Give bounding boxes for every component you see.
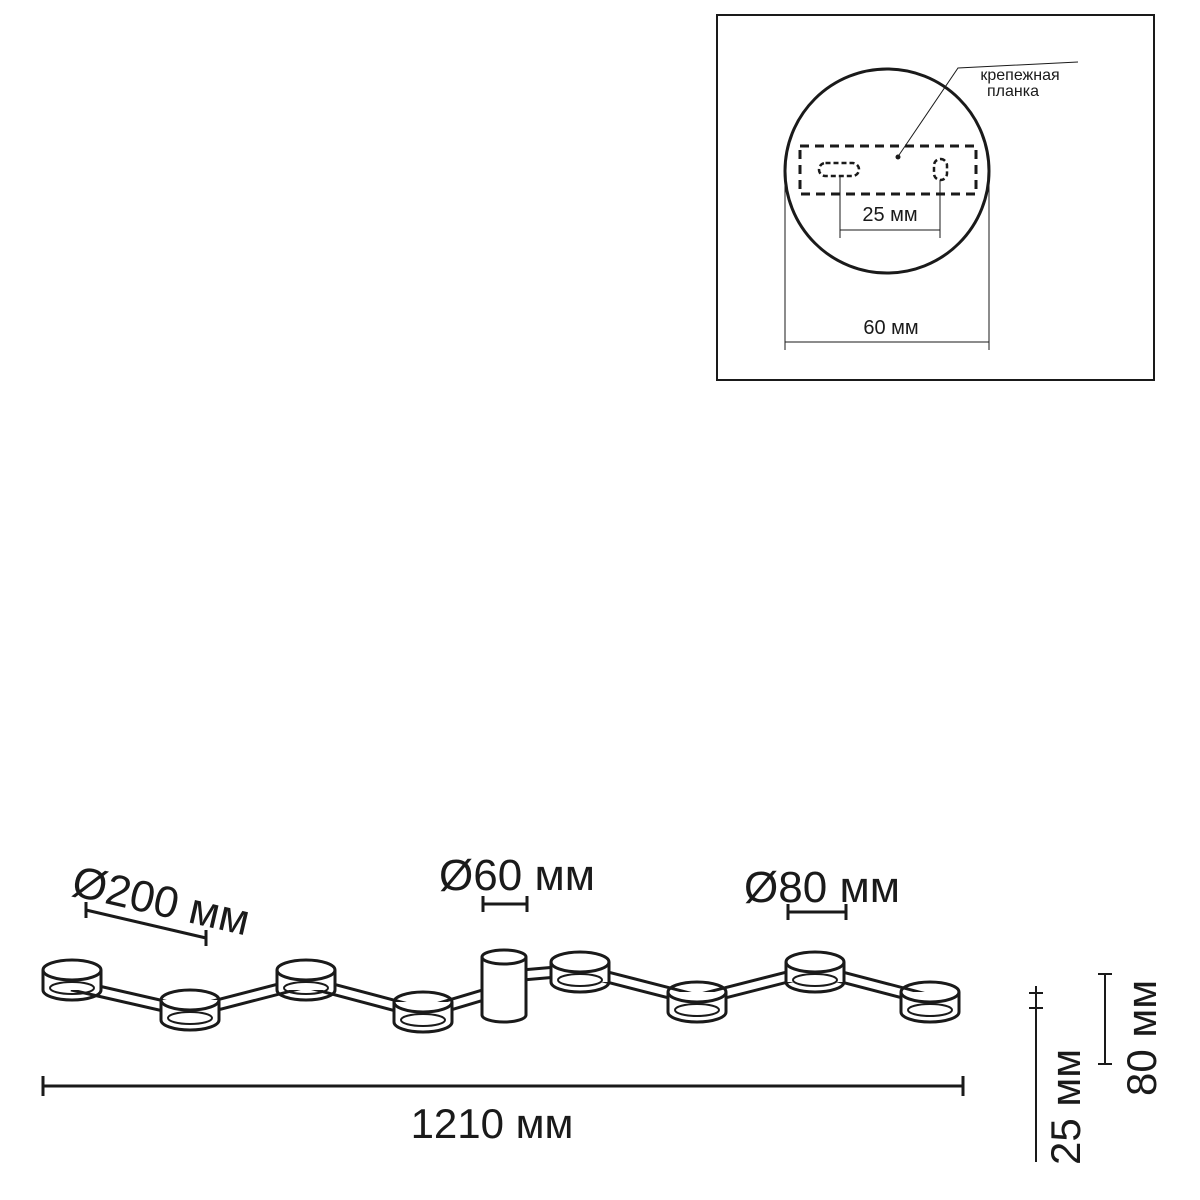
lamp-head-8 bbox=[899, 980, 961, 1024]
total-length-label: 1210 мм bbox=[411, 1100, 574, 1147]
disc-diameter-label: Ø200 мм bbox=[68, 857, 255, 945]
callout-dot bbox=[895, 154, 901, 160]
center-diameter-label: Ø60 мм bbox=[439, 851, 595, 900]
lamp-head-1 bbox=[41, 958, 103, 1002]
oval-hole bbox=[932, 157, 949, 182]
callout-label-line2: планка bbox=[987, 83, 1039, 100]
mounting-bar bbox=[798, 144, 978, 196]
slot-hole bbox=[817, 161, 861, 178]
canopy-circle bbox=[783, 67, 991, 275]
large-height-label: 80 мм bbox=[1118, 980, 1165, 1096]
lamp-head-5 bbox=[549, 950, 611, 994]
lamp-head-4 bbox=[392, 990, 454, 1034]
lamp-head-3 bbox=[275, 958, 337, 1002]
inset-frame bbox=[716, 14, 1155, 381]
center-canopy bbox=[480, 948, 528, 1024]
disc-diameter-dimension: Ø200 мм bbox=[68, 857, 255, 946]
lamp-head-6 bbox=[666, 980, 728, 1024]
lamp-head-7 bbox=[784, 950, 846, 994]
total-length-dimension: 1210 мм bbox=[41, 1076, 965, 1147]
large-height-dimension: 80 мм bbox=[1098, 973, 1165, 1096]
lamp-diameter-label: Ø80 мм bbox=[744, 863, 900, 912]
small-height-label: 25 мм bbox=[1042, 1049, 1089, 1165]
hole-spacing-label: 25 мм bbox=[862, 204, 917, 226]
fixture-drawing bbox=[41, 948, 961, 1034]
plate-diameter-label: 60 мм bbox=[863, 317, 918, 339]
callout-leader bbox=[896, 61, 1079, 159]
mounting-detail-inset: крепежная планка 25 мм 60 мм bbox=[716, 14, 1155, 381]
small-height-dimension: 25 мм bbox=[1029, 986, 1089, 1165]
callout-label-line1: крепежная bbox=[980, 67, 1059, 84]
center-diameter-dimension: Ø60 мм bbox=[439, 851, 595, 912]
lamp-diameter-dimension: Ø80 мм bbox=[744, 863, 900, 920]
lamp-head-2 bbox=[159, 988, 221, 1032]
